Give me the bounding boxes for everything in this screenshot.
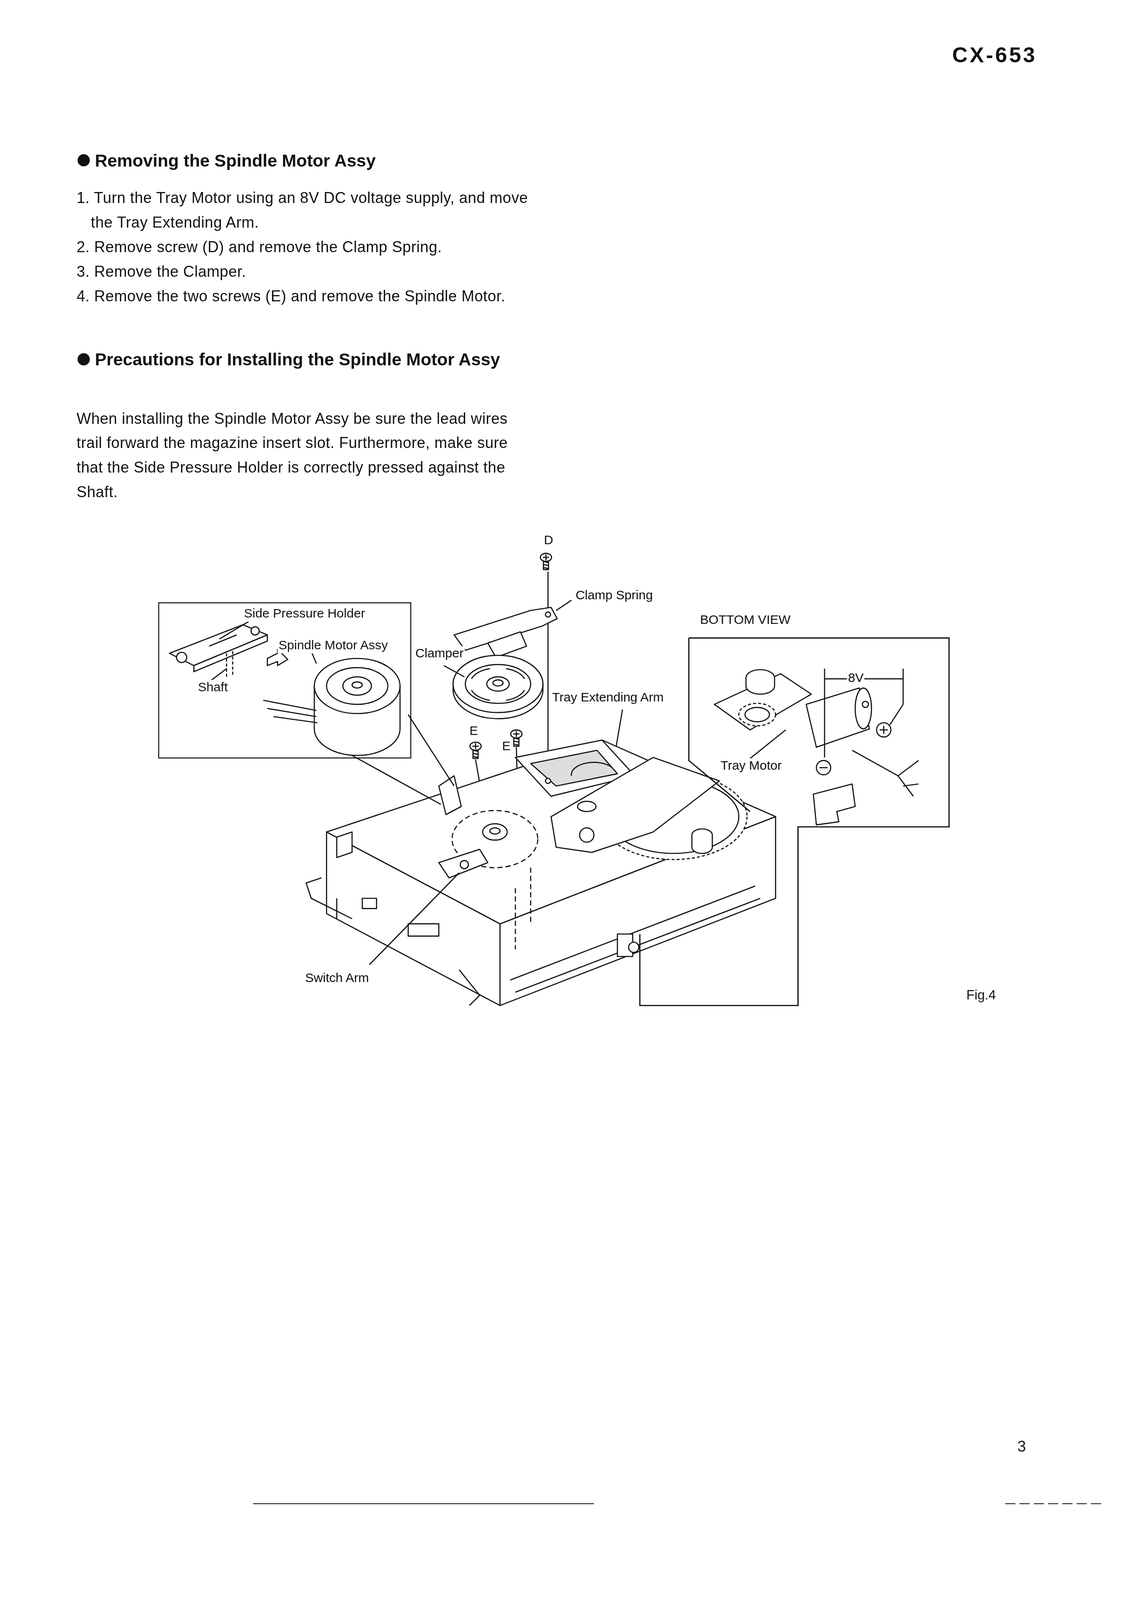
- inset-connector: [352, 755, 442, 805]
- bullet: [77, 154, 90, 167]
- view-title: BOTTOM VIEW: [699, 612, 792, 628]
- callout-letter: E: [501, 738, 512, 755]
- callout-letter: E: [468, 723, 480, 739]
- leader-line: [219, 620, 250, 639]
- inset-connector: [408, 714, 454, 786]
- instruction-step: 1. Turn the Tray Motor using an 8V DC vo…: [76, 185, 551, 235]
- section-heading: Precautions for Installing the Spindle M…: [94, 347, 545, 374]
- leader-line: [369, 872, 460, 965]
- guide-line: [547, 571, 549, 781]
- figure-caption: Fig.4: [966, 986, 997, 1003]
- callout-letter: D: [542, 532, 555, 548]
- instruction-step: 3. Remove the Clamper.: [76, 259, 551, 284]
- footer-rule: [252, 1502, 594, 1504]
- screw-e: [469, 741, 481, 759]
- part-label: Tray Extending Arm: [551, 689, 665, 706]
- inset-view: BOTTOM VIEW8VTray Motor: [637, 618, 950, 1007]
- tray-motor-assembly: [714, 668, 919, 825]
- inset-outline: [637, 618, 950, 1007]
- instruction-step: 2. Remove screw (D) and remove the Clamp…: [76, 234, 551, 260]
- instruction-paragraph: When installing the Spindle Motor Assy b…: [76, 406, 536, 505]
- page-number: 3: [1017, 1436, 1026, 1455]
- screw-d: [540, 552, 552, 570]
- footer-rule: [1005, 1502, 1103, 1504]
- side-pressure-holder: [169, 624, 268, 679]
- part-label: Spindle Motor Assy: [277, 637, 389, 653]
- part-label: Clamper: [414, 646, 465, 662]
- leader-line: [556, 599, 572, 611]
- mechanism-chassis: [306, 739, 776, 1006]
- instruction-step: 4. Remove the two screws (E) and remove …: [76, 283, 551, 309]
- inset-view: Side Pressure HolderSpindle Motor AssySh…: [158, 602, 411, 759]
- leader-line: [444, 665, 465, 677]
- leader-line: [749, 729, 786, 759]
- screw-e: [510, 729, 522, 747]
- clamp-spring-tab: [487, 631, 527, 658]
- part-label: Clamp Spring: [574, 587, 654, 603]
- part-label: Tray Motor: [719, 758, 783, 774]
- part-label: Switch Arm: [304, 970, 370, 986]
- voltage-label: 8V: [846, 670, 865, 686]
- model-number: CX-653: [952, 42, 1037, 68]
- clamper: [452, 655, 543, 719]
- section-heading: Removing the Spindle Motor Assy: [94, 147, 545, 175]
- part-label: Side Pressure Holder: [242, 606, 367, 622]
- part-label: Shaft: [197, 679, 229, 695]
- inset-outline: [639, 637, 950, 1006]
- spindle-motor: [263, 658, 400, 756]
- bullet: [77, 352, 90, 366]
